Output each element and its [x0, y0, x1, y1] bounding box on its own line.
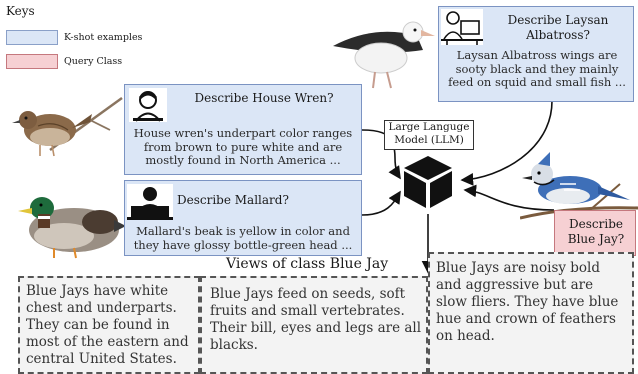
llm-label-box: Large Languge Model (LLM)	[384, 120, 474, 150]
kshot-label: K-shot examples	[64, 32, 143, 43]
view-box-2: Blue Jays feed on seeds, soft fruits and…	[200, 276, 428, 374]
albatross-answer: Laysan Albatross wings are sooty black a…	[448, 48, 626, 89]
query-label: Query Class	[64, 56, 123, 67]
arrow-albatross-to-llm	[460, 100, 553, 186]
person-laptop-icon	[127, 184, 173, 220]
view-box-1: Blue Jays have white chest and underpart…	[18, 276, 200, 374]
blue-jay-image	[520, 152, 638, 220]
house-wren-example-box: Describe House Wren? House wren's underp…	[124, 84, 362, 175]
arrow-bluejay-to-llm	[463, 184, 555, 211]
cube-icon	[404, 156, 452, 208]
mallard-example-box: Describe Mallard? Mallard's beak is yell…	[124, 180, 362, 256]
views-title: Views of class Blue Jay	[226, 256, 389, 272]
query-box: Describe Blue Jay?	[554, 210, 636, 256]
llm-label: Large Languge Model (LLM)	[388, 121, 470, 146]
person-male-icon	[129, 88, 167, 122]
mallard-question: Describe Mallard?	[177, 193, 289, 207]
view-text-2: Blue Jays feed on seeds, soft fruits and…	[210, 286, 422, 353]
arrow-mallard-to-llm	[361, 190, 401, 216]
house-wren-image	[12, 96, 123, 157]
house-wren-answer: House wren's underpart color ranges from…	[133, 126, 353, 167]
query-question: Describe Blue Jay?	[567, 217, 625, 246]
house-wren-question: Describe House Wren?	[194, 91, 334, 105]
mallard-image	[18, 197, 126, 259]
view-text-3: Blue Jays are noisy bold and aggressive …	[436, 260, 619, 344]
albatross-example-box: Describe Laysan Albatross? Laysan Albatr…	[438, 6, 634, 102]
mallard-answer: Mallard's beak is yellow in color and th…	[133, 224, 353, 252]
kshot-swatch	[6, 30, 58, 45]
view-text-1: Blue Jays have white chest and underpart…	[26, 283, 189, 367]
arrow-wren-to-llm	[361, 129, 401, 180]
person-desk-icon	[441, 9, 483, 45]
query-swatch	[6, 54, 58, 69]
laysan-albatross-image	[333, 21, 435, 89]
keys-title: Keys	[6, 4, 35, 18]
albatross-question: Describe Laysan Albatross?	[507, 13, 609, 42]
view-box-3: Blue Jays are noisy bold and aggressive …	[428, 252, 634, 374]
